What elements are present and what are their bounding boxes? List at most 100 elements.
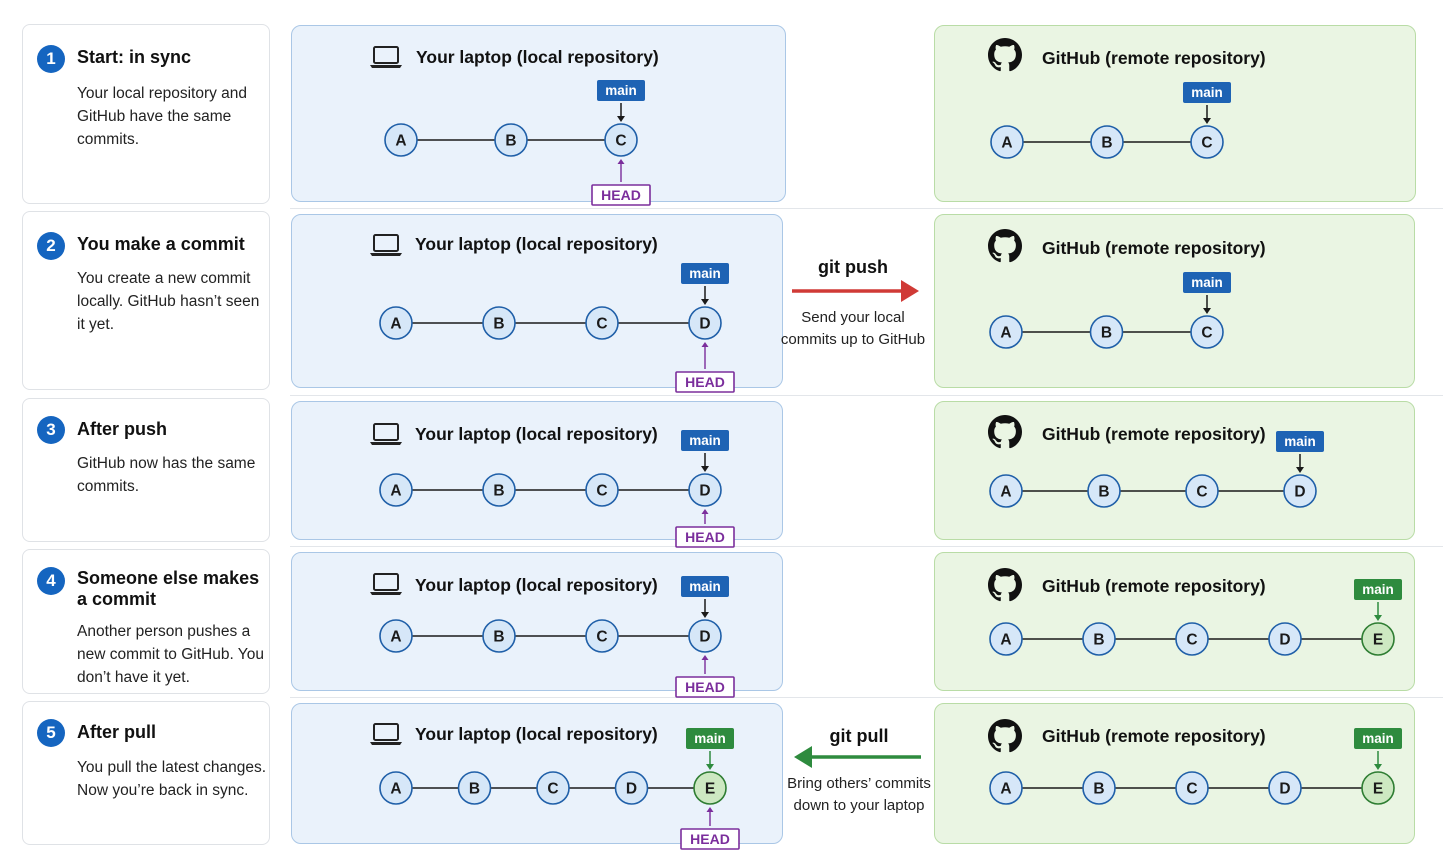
commit-node (585, 306, 619, 340)
commit-node (688, 306, 722, 340)
github-icon (988, 415, 1022, 449)
git-push-label: git push (818, 257, 888, 277)
step-title: You make a commit (77, 234, 245, 254)
commit-node (688, 619, 722, 653)
step-card-4: 4 Someone else makes a commit Another pe… (22, 549, 270, 694)
laptop-icon (369, 721, 403, 747)
panel-header (369, 232, 403, 258)
main-branch-label: main (1191, 85, 1223, 100)
head-pointer-head-icon (701, 655, 709, 660)
commit-label: B (1093, 781, 1104, 798)
commit-label: C (1186, 781, 1197, 798)
panel-header (988, 719, 1022, 753)
commit-label: A (390, 781, 401, 798)
main-pointer-head-icon (1296, 467, 1304, 473)
main-branch-label: main (689, 266, 721, 281)
main-pointer-head-icon (1374, 764, 1382, 770)
panel-header (369, 721, 403, 747)
row-divider (290, 697, 1443, 698)
step-description: You pull the latest changes. Now you’re … (77, 759, 267, 799)
main-branch-label: main (1362, 582, 1394, 597)
github-icon (988, 719, 1022, 753)
commit-node (536, 771, 570, 805)
commit-node (688, 473, 722, 507)
step-number-badge: 3 (37, 416, 65, 444)
commit-node (1090, 125, 1124, 159)
step-number-badge: 5 (37, 719, 65, 747)
commit-label: C (615, 133, 626, 150)
commit-node (1175, 622, 1209, 656)
push-arrow-icon (792, 280, 919, 302)
panel-header (369, 421, 403, 447)
commit-node (1268, 771, 1302, 805)
commit-label: D (699, 483, 710, 500)
step-description: Another person pushes a new commit to Gi… (77, 623, 264, 686)
laptop-icon (369, 421, 403, 447)
panel-header (988, 568, 1022, 602)
commit-label: B (469, 781, 480, 798)
main-branch-badge (681, 576, 729, 597)
commit-label: C (596, 629, 607, 646)
main-pointer-head-icon (1203, 118, 1211, 124)
commit-node (1283, 474, 1317, 508)
commit-node (1190, 125, 1224, 159)
commit-label: D (1279, 781, 1290, 798)
commit-label: D (699, 316, 710, 333)
commit-node (1190, 315, 1224, 349)
commit-node (379, 473, 413, 507)
commit-node (379, 619, 413, 653)
main-branch-badge (1183, 82, 1231, 103)
commit-node (1175, 771, 1209, 805)
commit-label: B (1093, 632, 1104, 649)
commit-node (457, 771, 492, 805)
commit-node (482, 306, 516, 340)
main-branch-label: main (694, 731, 726, 746)
head-pointer-head-icon (701, 342, 709, 347)
git-pull-operation: git pull Bring others’ commits down to y… (779, 722, 939, 842)
row-divider (290, 208, 1443, 209)
commit-label: A (390, 316, 401, 333)
laptop-icon (369, 571, 403, 597)
laptop-icon (369, 44, 403, 70)
step-card-5: 5 After pull You pull the latest changes… (22, 701, 270, 845)
commit-node (1361, 771, 1395, 805)
commit-node (1268, 622, 1302, 656)
commit-label: A (1000, 484, 1011, 501)
commit-node (1185, 474, 1219, 508)
commit-label: C (1201, 325, 1212, 342)
commit-node (1087, 474, 1121, 508)
commit-label: C (596, 316, 607, 333)
row-divider (290, 395, 1443, 396)
commit-label: D (626, 781, 637, 798)
head-label: HEAD (685, 374, 725, 390)
git-push-description: Send your local commits up to GitHub (780, 309, 926, 348)
commit-label: A (1000, 632, 1011, 649)
main-branch-label: main (689, 579, 721, 594)
main-branch-badge (681, 263, 729, 284)
panel-header (369, 571, 403, 597)
step-description: Your local repository and GitHub have th… (77, 85, 248, 148)
commit-label: B (493, 629, 504, 646)
main-pointer-head-icon (701, 612, 709, 618)
main-branch-badge (1354, 579, 1402, 600)
head-label: HEAD (685, 679, 725, 695)
commit-label: C (1186, 632, 1197, 649)
commit-node (1082, 622, 1116, 656)
commit-label: C (596, 483, 607, 500)
panel-header (369, 44, 403, 70)
head-label: HEAD (685, 529, 725, 545)
commit-label: C (1196, 484, 1207, 501)
remote-repo-title: GitHub (remote repository) (1042, 726, 1266, 746)
commit-label: A (1000, 325, 1011, 342)
commit-label: D (1294, 484, 1305, 501)
main-branch-badge (597, 80, 645, 101)
commit-node (585, 473, 619, 507)
